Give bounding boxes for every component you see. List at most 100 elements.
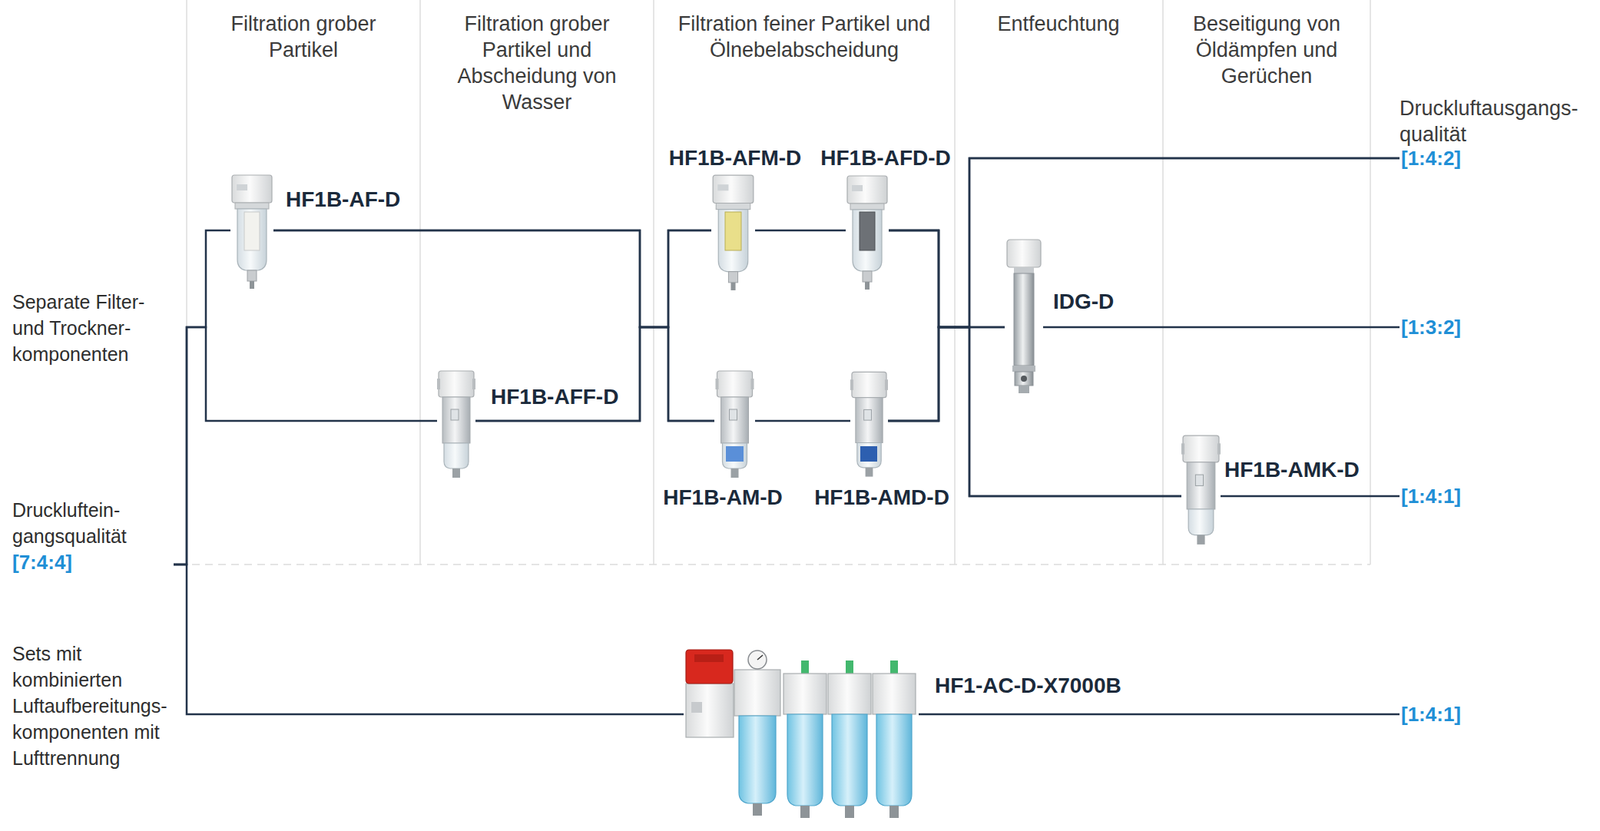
product-name: HF1B-AMD-D (814, 484, 950, 511)
connector-line (475, 230, 712, 421)
connector-line (888, 230, 1182, 497)
connector-line (475, 327, 715, 421)
product-name: IDG-D (1053, 288, 1114, 315)
connector-line (1220, 495, 1400, 498)
connector-line (887, 158, 1400, 421)
quality-caption: Druckluftein- gangsqualität (12, 496, 174, 550)
filter-picture (437, 371, 476, 478)
column-header: Filtration grober Partikel und Abscheidu… (440, 10, 633, 116)
filter-unit: HF1B-AFF-D (437, 369, 476, 480)
quality-code: [1:4:2] (1401, 145, 1461, 172)
connector-line (755, 229, 846, 232)
output-quality-box: [1:4:1] (1399, 483, 1463, 510)
connector-line (887, 327, 1005, 421)
air-prep-set-picture (685, 649, 916, 819)
dryer-unit: IDG-D (1004, 238, 1044, 396)
column-header: Filtration feiner Partikel und Ölnebelab… (662, 10, 947, 63)
output-quality-box: [1:4:1] (1399, 701, 1463, 728)
indicator (890, 660, 898, 674)
column-divider (652, 0, 655, 565)
product-pictures (231, 175, 1221, 819)
air-prep-set: HF1-AC-D-X7000B (683, 648, 919, 824)
column-header: Druckluftausgangs- qualität (1399, 95, 1592, 148)
column-grid (186, 0, 1371, 565)
quality-code: [1:4:1] (1401, 483, 1461, 510)
filter-picture (847, 175, 888, 290)
connector-line (887, 327, 1182, 497)
drain (844, 805, 855, 819)
indicator (845, 660, 854, 674)
product-name: HF1B-AFM-D (669, 145, 802, 172)
connector-line (173, 564, 684, 715)
filter-head (783, 673, 827, 715)
drain (752, 803, 762, 816)
filter-picture (231, 175, 272, 289)
product-name: HF1B-AMK-D (1224, 457, 1360, 484)
connector-line (755, 420, 851, 423)
indicator (801, 660, 809, 674)
connector-line (918, 713, 1400, 716)
filter-picture (1181, 435, 1221, 545)
column-header: Filtration grober Partikel (207, 10, 400, 63)
column-divider (419, 0, 421, 565)
filter-element (244, 212, 260, 251)
filter-unit: HF1B-AFM-D (711, 173, 756, 293)
connector-line (173, 230, 231, 565)
filter-unit: HF1B-AMD-D (850, 369, 888, 480)
output-quality-box: [1:3:2] (1399, 314, 1463, 341)
filter-bowl (831, 714, 868, 806)
product-name: HF1B-AM-D (662, 484, 783, 511)
valve-port (691, 702, 703, 713)
product-name: HF1B-AFF-D (490, 384, 619, 411)
filter-unit: HF1B-AM-D (714, 369, 756, 480)
connector-line (273, 230, 715, 421)
column-divider (1369, 0, 1372, 565)
filter-head (828, 673, 872, 715)
column-header: Entfeuchtung (962, 10, 1155, 37)
gauge (748, 650, 767, 670)
filter-unit: HF1B-AF-D (230, 173, 274, 292)
valve-knob (694, 654, 724, 663)
filter-picture (715, 371, 755, 478)
filter-element (725, 446, 744, 462)
regulator-head (734, 669, 781, 716)
filter-bowl (787, 714, 823, 806)
input-quality-box: Druckluftein- gangsqualität[7:4:4] (12, 496, 174, 576)
dryer-picture (1007, 239, 1041, 394)
drain (800, 805, 810, 819)
filter-bowl (876, 714, 912, 806)
column-divider (1162, 0, 1164, 565)
row-label: Sets mit kombinierten Luftaufbereitungs-… (12, 640, 174, 772)
filter-picture (850, 371, 888, 477)
connector-line (888, 230, 1005, 328)
row-label: Separate Filter- und Trockner- komponent… (12, 288, 174, 368)
output-quality-box: [1:4:2] (1399, 145, 1463, 172)
quality-code: [7:4:4] (12, 549, 174, 576)
connector-line (173, 327, 438, 565)
filter-element (860, 446, 878, 462)
filter-element (725, 212, 742, 251)
filter-element (859, 212, 875, 251)
quality-code: [1:3:2] (1401, 314, 1461, 341)
shutoff-valve (685, 649, 733, 684)
product-name: HF1B-AFD-D (820, 145, 951, 172)
regulator-bowl (738, 715, 776, 804)
filter-unit: HF1B-AFD-D (845, 173, 889, 293)
filter-picture (712, 175, 754, 291)
valve-body (685, 683, 734, 738)
gauge-needle (757, 655, 763, 660)
product-name: HF1-AC-D-X7000B (934, 672, 1122, 699)
row-divider (192, 563, 1371, 566)
connector-line (1043, 326, 1400, 329)
column-divider (954, 0, 956, 565)
column-header: Beseitigung von Öldämpfen und Gerüchen (1170, 10, 1363, 90)
filter-unit: HF1B-AMK-D (1181, 433, 1221, 547)
drain (889, 805, 899, 819)
connector-line (888, 158, 1400, 328)
filter-head (872, 673, 916, 715)
quality-code: [1:4:1] (1401, 701, 1461, 728)
connector-line (273, 230, 712, 328)
